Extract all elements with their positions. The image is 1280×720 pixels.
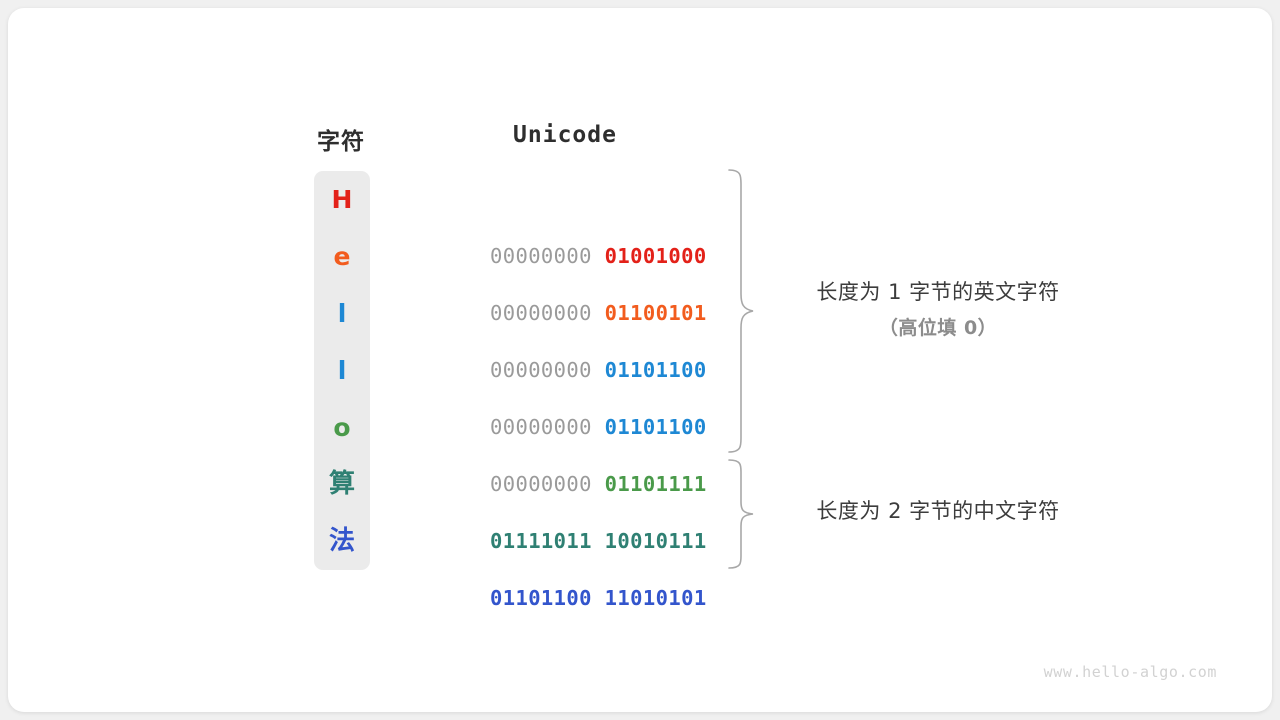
- annotation-one-byte: 长度为 1 字节的英文字符 （高位填 0）: [778, 276, 1098, 340]
- low-byte-bits: 11010101: [604, 586, 707, 610]
- character-cell: e: [333, 242, 351, 271]
- character-cell: o: [333, 413, 351, 442]
- figure-card: 字符 Unicode H e l l o 算 法 00000000 010010…: [8, 8, 1272, 712]
- annotation-two-byte-line1: 长度为 2 字节的中文字符: [816, 499, 1060, 523]
- annotation-one-byte-line2: （高位填 0）: [878, 317, 998, 339]
- watermark: www.hello-algo.com: [1043, 663, 1217, 681]
- character-cell: 法: [328, 526, 355, 556]
- binary-row: 00000000 01001000: [439, 171, 706, 268]
- low-byte-bits: 01101100: [604, 358, 707, 382]
- low-byte-bits: 01100101: [604, 301, 707, 325]
- low-byte-bits: 10010111: [604, 529, 707, 553]
- high-byte-bits: 00000000: [489, 415, 592, 439]
- brace-two-byte-icon: [728, 459, 754, 569]
- character-cell: l: [337, 356, 347, 385]
- brace-one-byte-icon: [728, 169, 754, 453]
- low-byte-bits: 01101111: [604, 472, 707, 496]
- binary-row: 00000000 01101111: [439, 399, 706, 496]
- character-cell: 算: [328, 469, 355, 499]
- high-byte-bits: 00000000: [489, 301, 592, 325]
- high-byte-bits: 01101100: [489, 586, 592, 610]
- binary-row: 00000000 01101100: [439, 342, 706, 439]
- high-byte-bits: 00000000: [489, 472, 592, 496]
- high-byte-bits: 00000000: [489, 358, 592, 382]
- character-column: H e l l o 算 法: [314, 171, 370, 570]
- low-byte-bits: 01001000: [604, 244, 707, 268]
- binary-row: 00000000 01101100: [439, 285, 706, 382]
- low-byte-bits: 01101100: [604, 415, 707, 439]
- binary-row: 01111011 10010111: [439, 456, 706, 553]
- column-header-character: 字符: [317, 128, 365, 154]
- character-cell: l: [337, 299, 347, 328]
- high-byte-bits: 01111011: [489, 529, 592, 553]
- binary-row: 00000000 01100101: [439, 228, 706, 325]
- annotation-one-byte-line1: 长度为 1 字节的英文字符: [816, 280, 1060, 304]
- high-byte-bits: 00000000: [489, 244, 592, 268]
- annotation-two-byte: 长度为 2 字节的中文字符: [778, 495, 1098, 525]
- column-header-unicode: Unicode: [513, 122, 617, 148]
- character-cell: H: [331, 185, 353, 214]
- binary-row: 01101100 11010101: [439, 513, 706, 610]
